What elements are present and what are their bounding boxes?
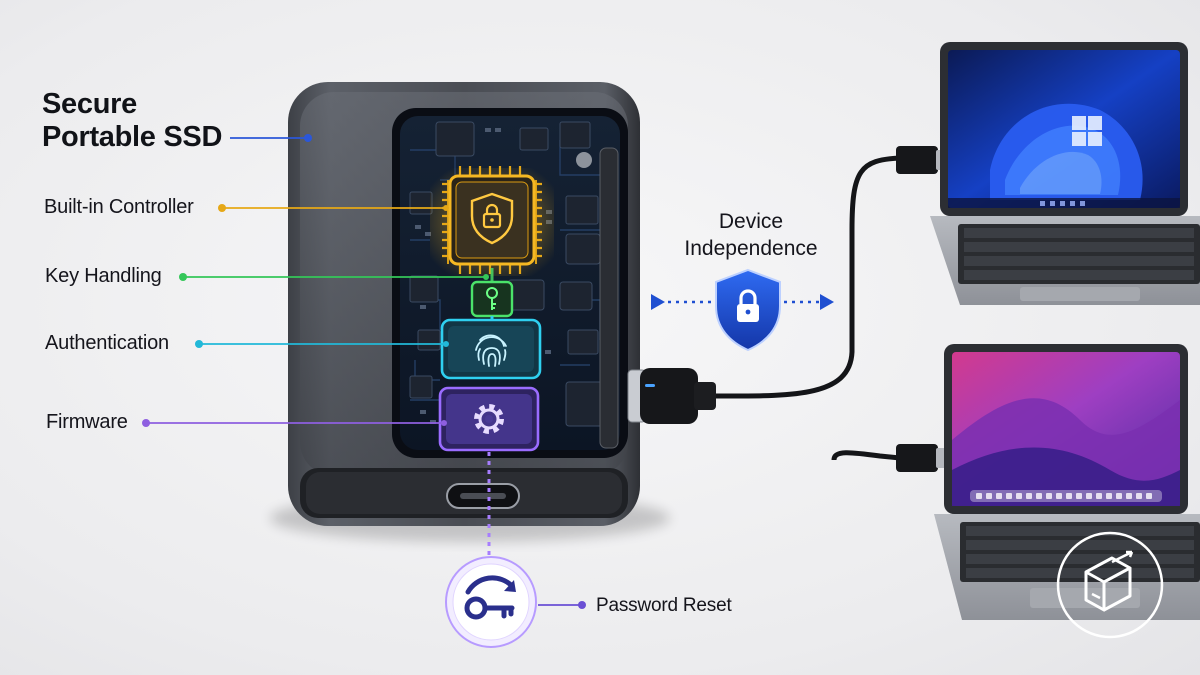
callout-authentication: Authentication bbox=[45, 332, 169, 354]
device-independence-arrows bbox=[651, 294, 834, 310]
gear-icon bbox=[474, 404, 504, 434]
page-title: Secure Portable SSD bbox=[42, 88, 222, 154]
callout-password-reset: Password Reset bbox=[596, 595, 732, 616]
usb-cable-bottom bbox=[831, 444, 948, 472]
title-line-2: Portable SSD bbox=[42, 121, 223, 153]
callout-built-in-controller: Built-in Controller bbox=[44, 196, 194, 218]
lock-shield-icon bbox=[470, 192, 514, 245]
device-independence-line-1: Device bbox=[718, 210, 784, 233]
callout-lines bbox=[142, 134, 586, 609]
key-icon bbox=[486, 287, 498, 310]
callout-firmware: Firmware bbox=[46, 411, 128, 433]
title-line-1: Secure bbox=[42, 88, 137, 120]
fingerprint-icon bbox=[475, 334, 507, 367]
laptop-windows bbox=[930, 42, 1200, 305]
controller-chip bbox=[430, 166, 554, 276]
device-independence-label: Device Independence bbox=[668, 208, 834, 262]
firmware-module bbox=[438, 386, 540, 452]
windows-bloom bbox=[990, 103, 1143, 200]
usb-cable-main bbox=[627, 155, 901, 424]
password-reset-badge bbox=[445, 556, 537, 648]
usb-c-port bbox=[446, 483, 520, 509]
authentication-module bbox=[440, 316, 542, 380]
laptop-macos bbox=[934, 344, 1200, 620]
device-independence-line-2: Independence bbox=[684, 237, 818, 260]
windows-logo-icon bbox=[1072, 116, 1102, 146]
key-reset-icon bbox=[464, 575, 516, 620]
callout-key-handling: Key Handling bbox=[45, 265, 162, 287]
key-handling-module bbox=[470, 268, 514, 318]
drive-badge-icon bbox=[1056, 531, 1164, 639]
padlock-shield-icon bbox=[715, 268, 781, 352]
